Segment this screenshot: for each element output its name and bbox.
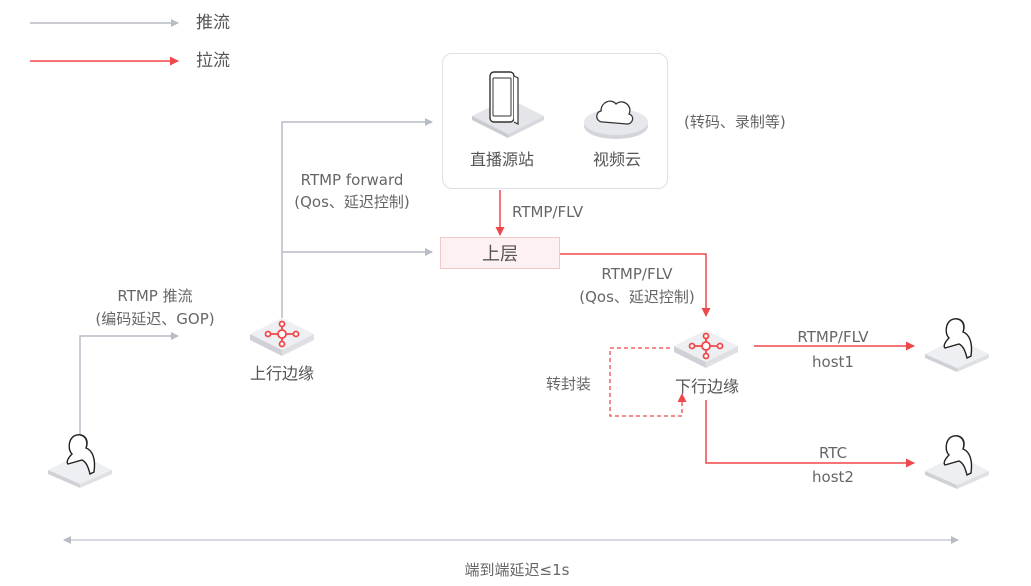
remux-label: 转封装 [546,375,592,393]
latency-label: 端到端延迟≤1s [464,561,570,579]
rtmp-forward-note: (Qos、延迟控制) [294,193,410,211]
upper-to-downlink-note: (Qos、延迟控制) [579,288,695,306]
video-cloud-note: (转码、录制等) [684,113,786,131]
host2-protocol-label: RTC [818,444,848,462]
host1-user-icon [925,318,989,372]
origin-to-upper-label: RTMP/FLV [512,203,584,221]
downlink-edge-node-icon [674,330,738,368]
push-publisher-to-uplink [79,332,179,442]
publisher-user-icon [48,434,112,488]
origin-label: 直播源站 [469,150,535,169]
legend-pull-label: 拉流 [196,51,230,71]
host2-label: host2 [812,468,854,486]
forward-uplink-to-origin [281,118,433,318]
host1-label: host1 [812,353,854,371]
host1-protocol-label: RTMP/FLV [797,328,869,346]
downlink-edge-label: 下行边缘 [674,377,740,396]
pull-downlink-to-host2 [705,400,915,468]
remux-loop [609,347,687,417]
video-cloud-label: 视频云 [592,150,642,169]
uplink-edge-node-icon [250,318,314,356]
phone-icon [472,71,544,138]
uplink-edge-label: 上行边缘 [249,364,315,383]
pull-upper-to-downlink [560,253,711,317]
upper-to-downlink-label: RTMP/FLV [601,265,673,283]
rtmp-forward-label: RTMP forward [300,171,404,189]
cloud-icon [584,100,648,139]
legend-push-label: 推流 [196,13,230,33]
rtmp-push-label: RTMP 推流 [117,287,193,305]
rtmp-push-note: (编码延迟、GOP) [95,310,215,328]
upper-layer-box: 上层 [440,237,560,269]
host2-user-icon [925,435,989,489]
upper-layer-label: 上层 [482,244,518,265]
